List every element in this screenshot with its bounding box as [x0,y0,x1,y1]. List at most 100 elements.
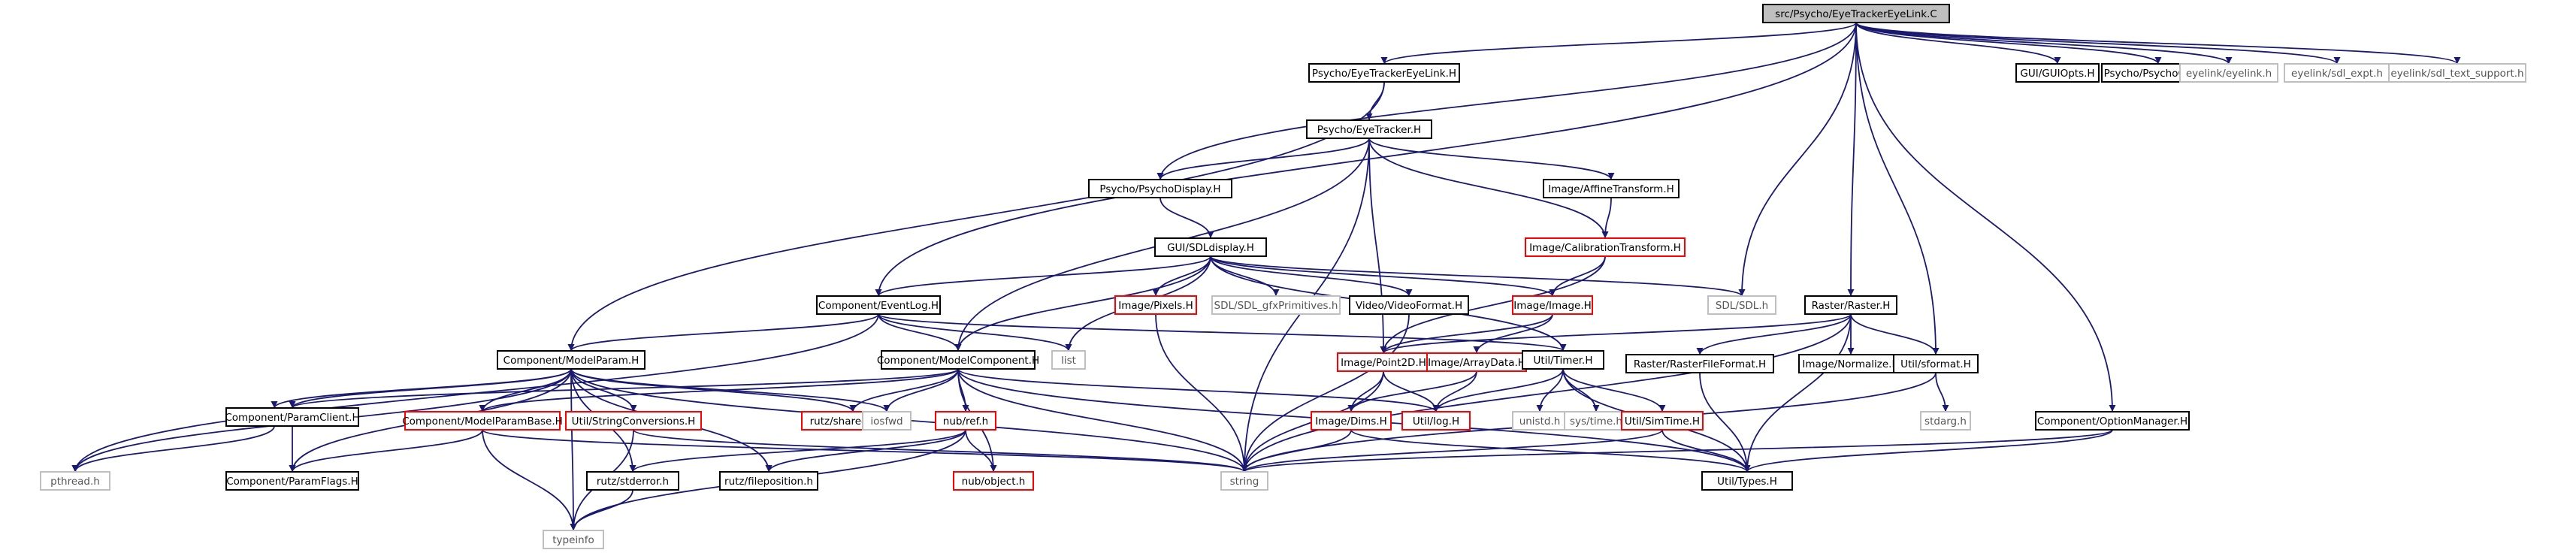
node-simtime[interactable]: Util/SimTime.H [1621,411,1704,431]
node-systime[interactable]: sys/time.h [1564,411,1628,431]
node-videoformat[interactable]: Video/VideoFormat.H [1349,295,1469,315]
node-list[interactable]: list [1051,350,1086,370]
edge-modelcomponent-to-string [957,368,1248,473]
edge-eventlog-to-modelcomponent [878,313,962,352]
edge-sdldisplay-to-modelcomponent [954,255,1211,352]
node-eyelink-sdl-expt[interactable]: eyelink/sdl_expt.h [2284,63,2390,83]
node-label: Component/ParamClient.H [225,412,359,424]
node-box [1349,295,1469,315]
node-label: Image/Image.H [1513,300,1592,312]
node-label: Util/sformat.H [1900,358,1971,370]
edge-sdldisplay-to-pixels [1152,255,1211,297]
node-box [1625,354,1774,373]
node-modelparambase[interactable]: Component/ModelParamBase.H [402,411,563,431]
node-calibration[interactable]: Image/CalibrationTransform.H [1525,237,1686,257]
node-iosfwd[interactable]: iosfwd [862,411,912,431]
node-box [1308,63,1460,83]
node-nub-ref[interactable]: nub/ref.h [935,411,996,431]
node-optionmanager[interactable]: Component/OptionManager.H [2035,411,2190,431]
edge-eyetracker_h-to-calibration [1368,137,1609,239]
node-normalize[interactable]: Image/Normalize.H [1798,354,1903,373]
node-label: SDL/SDL.h [1716,300,1768,312]
node-label: rutz/fileposition.h [724,476,813,488]
node-pixels[interactable]: Image/Pixels.H [1114,295,1197,315]
edge-modelcomponent-to-log [957,368,1440,412]
node-label: src/Psycho/EyeTrackerEyeLink.C [1775,8,1937,20]
node-rasterfileformat[interactable]: Raster/RasterFileFormat.H [1625,354,1774,373]
node-label: eyelink/eyelink.h [2186,68,2272,80]
edge-arraydata-to-dims [1347,370,1477,412]
node-arraydata[interactable]: Image/ArrayData.H [1426,352,1527,372]
node-label: GUI/GUIOpts.H [2020,68,2094,80]
edge-modelparam-to-typeinfo [570,368,577,531]
node-box [1220,471,1268,491]
node-sdl-gfx[interactable]: SDL/SDL_gfxPrimitives.h [1211,295,1341,315]
node-eyelink-sdl-text[interactable]: eyelink/sdl_text_support.h [2388,63,2526,83]
node-eyetrackereyelink-h[interactable]: Psycho/EyeTrackerEyeLink.H [1308,63,1460,83]
node-eyelink-eyelink[interactable]: eyelink/eyelink.h [2179,63,2278,83]
node-box [881,350,1036,370]
node-image[interactable]: Image/Image.H [1512,295,1593,315]
node-string[interactable]: string [1220,471,1268,491]
node-paramclient[interactable]: Component/ParamClient.H [225,407,360,427]
edge-sformat-to-stdarg [1935,372,1949,412]
edge-modelcomponent-to-shared_ptr [849,368,959,412]
node-raster[interactable]: Raster/Raster.H [1804,295,1897,315]
edge-root-to-eventlog [875,22,1857,297]
node-stringconv[interactable]: Util/StringConversions.H [565,411,702,431]
edge-videoformat-to-string [1241,313,1410,473]
node-label: Psycho/EyeTracker.H [1317,124,1421,136]
edge-affine-to-calibration [1601,197,1612,239]
edge-dims-to-types [1350,429,1751,473]
node-box [2035,411,2190,431]
node-log[interactable]: Util/log.H [1401,411,1471,431]
edge-root-to-eyelink_eyelink [1855,22,2233,65]
node-types[interactable]: Util/Types.H [1701,471,1793,491]
edge-pixels-to-string [1155,313,1248,473]
node-typeinfo[interactable]: typeinfo [543,530,604,549]
node-nub-object[interactable]: nub/object.h [953,471,1034,491]
node-modelparam[interactable]: Component/ModelParam.H [497,350,646,370]
node-rutz-stderror[interactable]: rutz/stderror.h [586,471,679,491]
node-root[interactable]: src/Psycho/EyeTrackerEyeLink.C [1762,4,1950,23]
edge-modelparambase-to-paramflags [289,429,483,473]
node-box [1337,352,1430,372]
node-affine[interactable]: Image/AffineTransform.H [1543,179,1680,198]
node-box [543,530,604,549]
node-eventlog[interactable]: Component/EventLog.H [816,295,941,315]
edge-calibration-to-image [1549,255,1606,297]
edge-root-to-eyelink_sdl_text [1855,22,2461,65]
node-timer[interactable]: Util/Timer.H [1522,350,1604,370]
node-point2d[interactable]: Image/Point2D.H [1337,352,1430,372]
node-psychodisplay[interactable]: Psycho/PsychoDisplay.H [1088,179,1232,198]
node-box [1114,295,1197,315]
node-stdarg[interactable]: stdarg.h [1920,411,1971,431]
node-gui-guiopts[interactable]: GUI/GUIOpts.H [2015,63,2100,83]
node-unistd[interactable]: unistd.h [1512,411,1568,431]
node-label: GUI/SDLdisplay.H [1167,242,1254,254]
node-sformat[interactable]: Util/sformat.H [1893,354,1979,373]
edge-eyetracker_h-to-affine [1368,137,1615,180]
node-pthread[interactable]: pthread.h [40,471,110,491]
node-box [1306,119,1432,139]
node-dims[interactable]: Image/Dims.H [1311,411,1392,431]
node-box [1621,411,1704,431]
dependency-edges [71,22,2461,531]
node-label: Video/VideoFormat.H [1356,300,1462,312]
edge-eventlog-to-modelparam [567,313,879,352]
node-eyetracker-h[interactable]: Psycho/EyeTracker.H [1306,119,1432,139]
node-paramflags[interactable]: Component/ParamFlags.H [225,471,359,491]
edge-modelcomponent-to-iosfwd [883,368,959,412]
node-sdl[interactable]: SDL/SDL.h [1707,295,1776,315]
node-fileposition[interactable]: rutz/fileposition.h [719,471,818,491]
edge-root-to-sdl [1738,22,1857,297]
edge-root-to-eyetrackereyelink_h [1380,22,1857,65]
edge-root-to-eyelink_sdl_expt [1855,22,2341,65]
node-box [2015,63,2100,83]
edge-modelcomponent-to-paramclient [289,368,959,409]
edge-sdldisplay-to-sdl [1210,255,1746,297]
node-modelcomponent[interactable]: Component/ModelComponent.H [877,350,1039,370]
node-box [2388,63,2526,83]
node-box [1051,350,1086,370]
node-sdldisplay[interactable]: GUI/SDLdisplay.H [1154,237,1267,257]
